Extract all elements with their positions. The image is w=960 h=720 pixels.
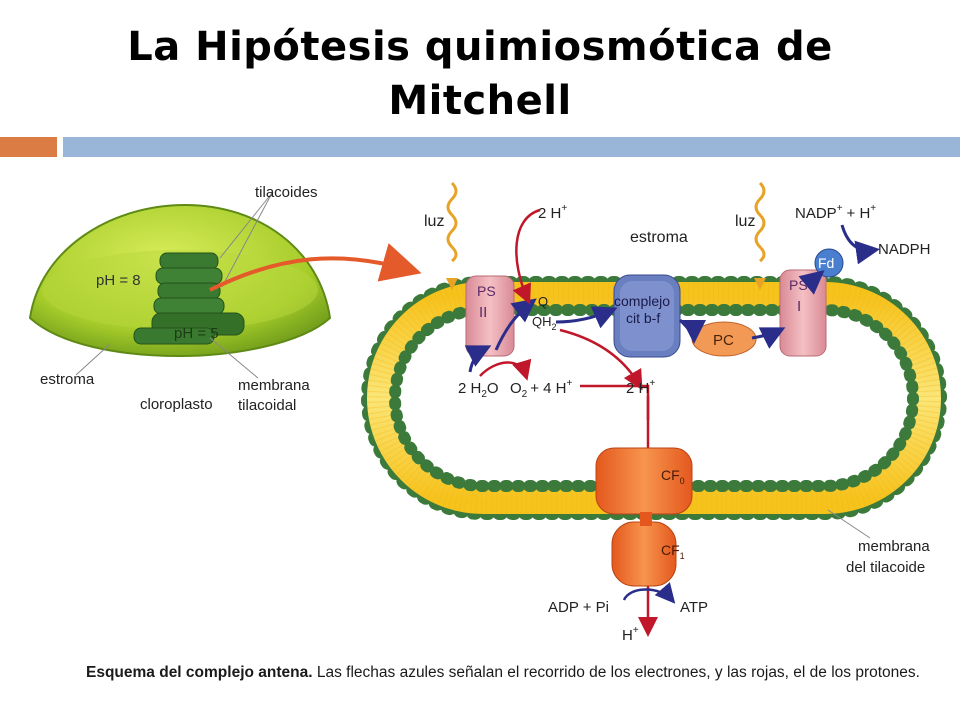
plastocyanin: PC <box>691 321 757 357</box>
label-membrana-tilacoidal-2: tilacoidal <box>238 397 296 414</box>
label-h-bottom: H+ <box>622 625 639 644</box>
complex-label-2: cit b-f <box>626 310 660 326</box>
electron-arrow-complex-pc <box>678 318 706 344</box>
electron-arrow-qh2-complex <box>555 306 618 329</box>
ps2-label-ii: II <box>479 304 487 321</box>
chloroplast-illustration: tilacoides pH = 8 pH = 5 estroma cloropl… <box>28 184 422 414</box>
cytochrome-bf-complex: complejo cit b-f <box>613 274 681 358</box>
label-membrana-tilacoidal-1: membrana <box>238 377 310 394</box>
label-qh2: QH2 <box>532 314 557 332</box>
label-adp-pi: ADP + Pi <box>548 599 609 616</box>
label-2h-top: 2 H+ <box>538 203 567 222</box>
figure-caption: Esquema del complejo antena. Las flechas… <box>86 664 920 682</box>
label-cloroplasto: cloroplasto <box>140 396 213 413</box>
electron-arrow-water-ps2 <box>464 345 492 373</box>
label-luz-left: luz <box>424 213 444 230</box>
label-nadph: NADPH <box>878 241 931 258</box>
electron-arrow-pc-ps1 <box>751 327 786 349</box>
label-ph-stroma: pH = 8 <box>96 272 141 289</box>
light-arrow-right <box>754 181 766 263</box>
thylakoid-stack <box>133 252 245 345</box>
nadph-arrow <box>840 224 880 265</box>
zoom-arrow <box>209 243 422 292</box>
label-tilacoides: tilacoides <box>255 184 318 201</box>
label-2h2o: 2 H2O <box>458 380 499 400</box>
label-luz-right: luz <box>735 213 755 230</box>
label-membrana-del-tilacoide-1: membrana <box>858 538 930 555</box>
atp-synthase: CF0 CF1 <box>595 447 693 587</box>
adp-atp-arrow <box>622 582 676 604</box>
label-estroma: estroma <box>630 229 688 246</box>
electron-arrow-ps1-fd <box>798 270 825 295</box>
accent-bar-blue <box>63 137 960 157</box>
slide-title-line-2: Mitchell <box>388 78 572 124</box>
chemiosmosis-diagram: tilacoides pH = 8 pH = 5 estroma cloropl… <box>28 181 947 644</box>
label-chloroplast-estroma: estroma <box>40 371 95 388</box>
light-arrow-left <box>446 181 458 263</box>
proton-arrow-water-split <box>479 358 532 381</box>
slide-title-line-1: La Hipótesis quimiosmótica de <box>127 24 833 70</box>
caption-text: Las flechas azules señalan el recorrido … <box>312 664 920 681</box>
label-2h-bottom: 2 H+ <box>626 378 655 397</box>
complex-label-1: complejo <box>614 293 670 309</box>
label-o2-4h: O2+ 4 H+ <box>510 378 573 400</box>
fd-label: Fd <box>818 255 834 271</box>
cf0-label: CF0 <box>661 467 685 486</box>
cf1-label: CF1 <box>661 542 685 561</box>
label-ph-lumen: pH = 5 <box>174 325 219 342</box>
proton-arrow-qh2-lumen <box>559 328 643 391</box>
accent-bar-orange <box>0 137 57 157</box>
caption-bold: Esquema del complejo antena. <box>86 664 313 681</box>
ps2-label-ps: PS <box>477 283 496 299</box>
photosystem-i: PS I <box>779 269 827 357</box>
ferredoxin: Fd <box>814 248 844 278</box>
photosystem-ii: PS II <box>465 275 515 357</box>
label-q: Q <box>538 294 548 309</box>
electron-arrow-ps2-q <box>494 298 537 351</box>
ps1-label-i: I <box>797 298 801 315</box>
slide-title: La Hipótesis quimiosmótica de Mitchell <box>0 20 960 128</box>
pc-label: PC <box>713 332 734 349</box>
label-atp: ATP <box>680 599 708 616</box>
proton-arrow-stroma-in <box>512 208 541 305</box>
ps1-label-ps: PS <box>789 277 808 293</box>
label-membrana-del-tilacoide-2: del tilacoide <box>846 559 925 576</box>
label-nadp: NADP++ H+ <box>795 203 876 222</box>
